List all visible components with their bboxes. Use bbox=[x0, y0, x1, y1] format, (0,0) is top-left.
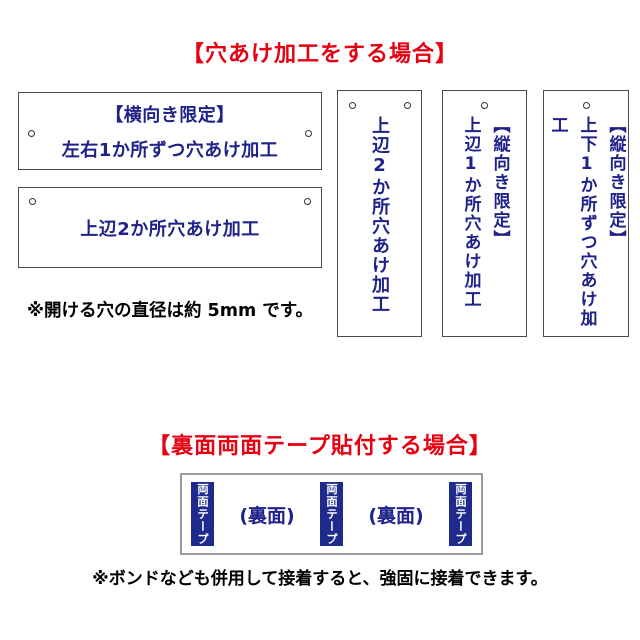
board-text: 上辺1か所穴あけ加工 bbox=[460, 116, 481, 309]
vertical-text-columns: 【縦向き限定】 上辺1か所穴あけ加工 bbox=[456, 116, 514, 309]
drill-hole-icon bbox=[404, 102, 411, 109]
vertical-text-wrap: 【縦向き限定】 上下1か所ずつ穴あけ加工 bbox=[544, 116, 628, 332]
vertical-text-wrap: 上辺2か所穴あけ加工 bbox=[338, 116, 421, 332]
sign-board-vertical-limited-one-hole: 【縦向き限定】 上辺1か所穴あけ加工 bbox=[442, 90, 527, 337]
sign-board-horizontal-top-holes: 上辺2か所穴あけ加工 bbox=[18, 187, 322, 268]
tape-bonding-note: ※ボンドなども併用して接着すると、強固に接着できます。 bbox=[92, 569, 548, 589]
tape-strip-label: 両面テープ bbox=[325, 482, 339, 546]
drill-hole-icon bbox=[29, 198, 36, 205]
drill-hole-icon bbox=[304, 198, 311, 205]
tape-strip-label: 両面テープ bbox=[196, 482, 210, 546]
drill-hole-icon bbox=[349, 102, 356, 109]
back-side-label: (裏面) bbox=[368, 504, 424, 527]
double-sided-tape-strip: 両面テープ bbox=[320, 482, 343, 546]
back-side-label: (裏面) bbox=[239, 504, 295, 527]
board-heading: 【横向き限定】 bbox=[105, 104, 235, 126]
board-text: 上辺2か所穴あけ加工 bbox=[369, 116, 390, 314]
sign-board-horizontal-limited: 【横向き限定】 左右1か所ずつ穴あけ加工 bbox=[18, 92, 322, 170]
drill-hole-icon bbox=[28, 130, 35, 137]
double-sided-tape-strip: 両面テープ bbox=[191, 482, 214, 546]
sign-board-vertical-limited-top-bottom-holes: 【縦向き限定】 上下1か所ずつ穴あけ加工 bbox=[543, 90, 629, 337]
drill-hole-icon bbox=[582, 102, 590, 109]
tape-strip-label: 両面テープ bbox=[454, 482, 468, 546]
vertical-text-wrap: 【縦向き限定】 上辺1か所穴あけ加工 bbox=[443, 116, 526, 332]
drill-hole-icon bbox=[582, 318, 590, 325]
double-sided-tape-strip: 両面テープ bbox=[449, 482, 472, 546]
board-text: 左右1か所ずつ穴あけ加工 bbox=[61, 139, 279, 161]
drill-hole-icon bbox=[305, 130, 312, 137]
board-text: 上辺2か所穴あけ加工 bbox=[80, 218, 260, 240]
board-heading: 【縦向き限定】 bbox=[489, 116, 510, 249]
drill-hole-icon bbox=[481, 102, 488, 109]
board-text: 上下1か所ずつ穴あけ加工 bbox=[547, 116, 597, 328]
drill-hole-diameter-note: ※開ける穴の直径は約 5mm です。 bbox=[26, 301, 314, 321]
sign-back-with-tape-diagram: 両面テープ (裏面) 両面テープ (裏面) 両面テープ bbox=[180, 473, 483, 555]
sign-board-vertical-top-holes: 上辺2か所穴あけ加工 bbox=[337, 90, 422, 337]
drilling-section-title: 【穴あけ加工をする場合】 bbox=[181, 42, 458, 67]
tape-section-title: 【裏面両面テープ貼付する場合】 bbox=[148, 434, 492, 459]
vertical-text-columns: 【縦向き限定】 上下1か所ずつ穴あけ加工 bbox=[543, 116, 630, 332]
board-heading: 【縦向き限定】 bbox=[605, 116, 626, 249]
